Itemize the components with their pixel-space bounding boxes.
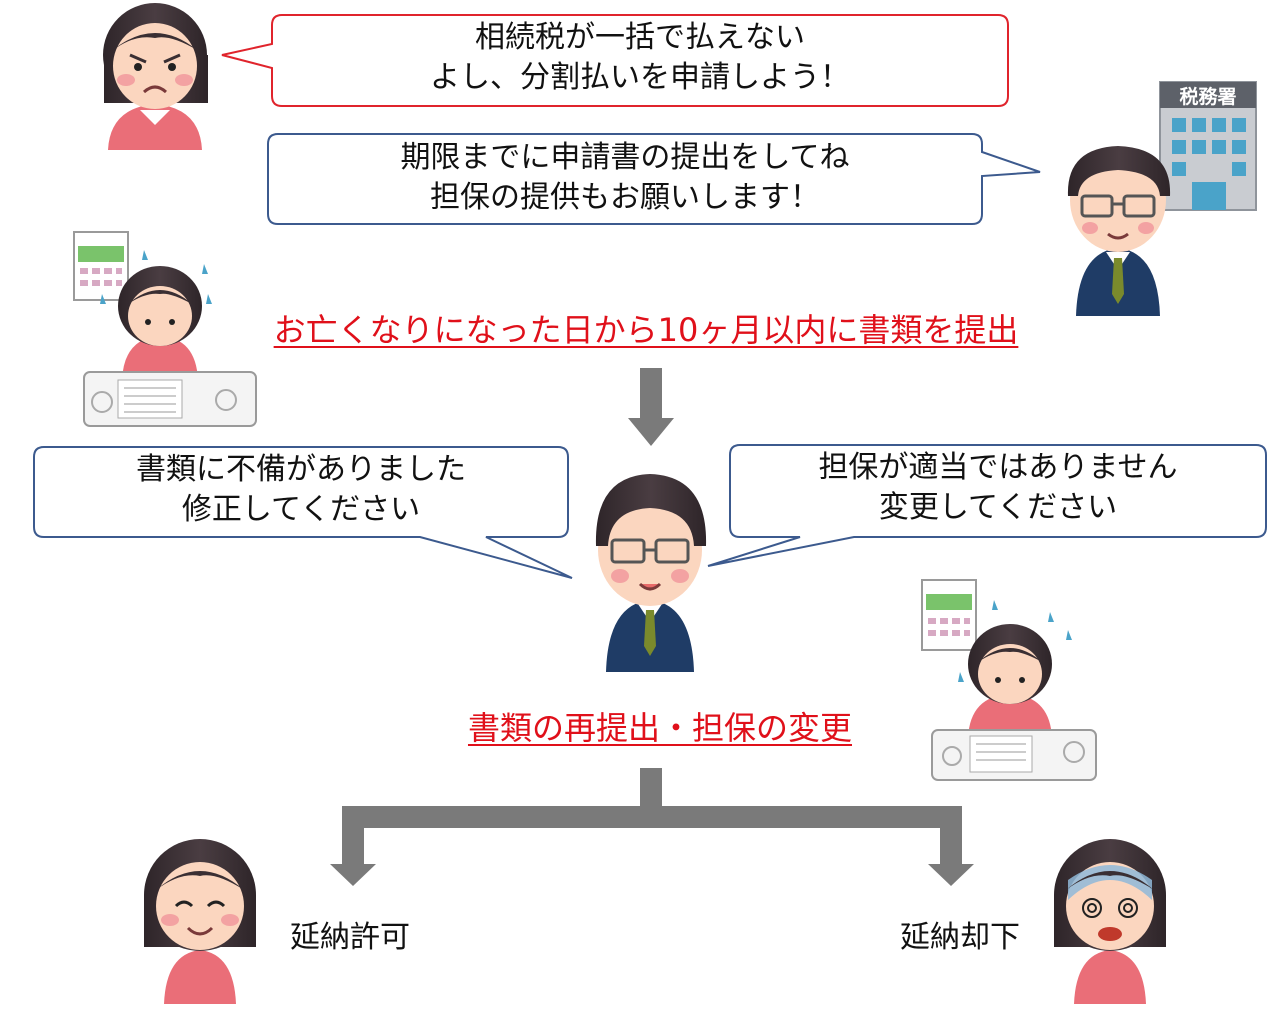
worried-heir-desk-right-icon [921, 579, 1097, 781]
arrow-branch [330, 768, 974, 886]
arrow-down [628, 368, 674, 446]
tax-official-icon [1067, 146, 1171, 316]
bubble-heir-complaint-text: 相続税が一括で払えない よし、分割払いを申請しよう！ [272, 18, 1008, 98]
official-center-icon [595, 474, 707, 672]
bubble-heir-complaint [221, 14, 1009, 107]
bubble-defect-line-2: 修正してください [181, 492, 421, 527]
bubble-collateral-issue [707, 444, 1267, 567]
bubble-office-request-text: 期限までに申請書の提出をしてね 担保の提供もお願いします！ [268, 138, 982, 218]
bubble-document-defect [33, 446, 573, 579]
shocked-heir-icon [1054, 839, 1166, 1004]
angry-heir-icon [103, 3, 208, 150]
tax-office-building-icon: 税務署 [1159, 81, 1257, 211]
bubble-defect-line-1: 書類に不備がありました [136, 452, 466, 487]
bubble-collateral-line-1: 担保が適当ではありません [818, 450, 1178, 485]
bubble-collateral-issue-text: 担保が適当ではありません 変更してください [730, 448, 1266, 528]
building-sign: 税務署 [1179, 85, 1236, 108]
bubble-document-defect-text: 書類に不備がありました 修正してください [34, 450, 568, 530]
resubmit-step-label: 書類の再提出・担保の変更 [467, 709, 852, 747]
outcome-approved-label: 延納許可 [290, 920, 410, 955]
deadline-step-label: お亡くなりになった日から10ヶ月以内に書類を提出 [273, 311, 1019, 349]
bubble-office-request [267, 133, 1041, 225]
happy-heir-icon [144, 839, 256, 1004]
outcome-rejected-label: 延納却下 [900, 920, 1020, 955]
bubble-collateral-line-2: 変更してください [878, 490, 1118, 525]
worried-heir-desk-icon [73, 231, 257, 427]
bubble-heir-line-2: よし、分割払いを申請しよう！ [430, 60, 850, 95]
bubble-heir-line-1: 相続税が一括で払えない [475, 20, 805, 55]
bubble-office-line-1: 期限までに申請書の提出をしてね [400, 140, 850, 175]
bubble-office-line-2: 担保の提供もお願いします！ [430, 180, 820, 215]
